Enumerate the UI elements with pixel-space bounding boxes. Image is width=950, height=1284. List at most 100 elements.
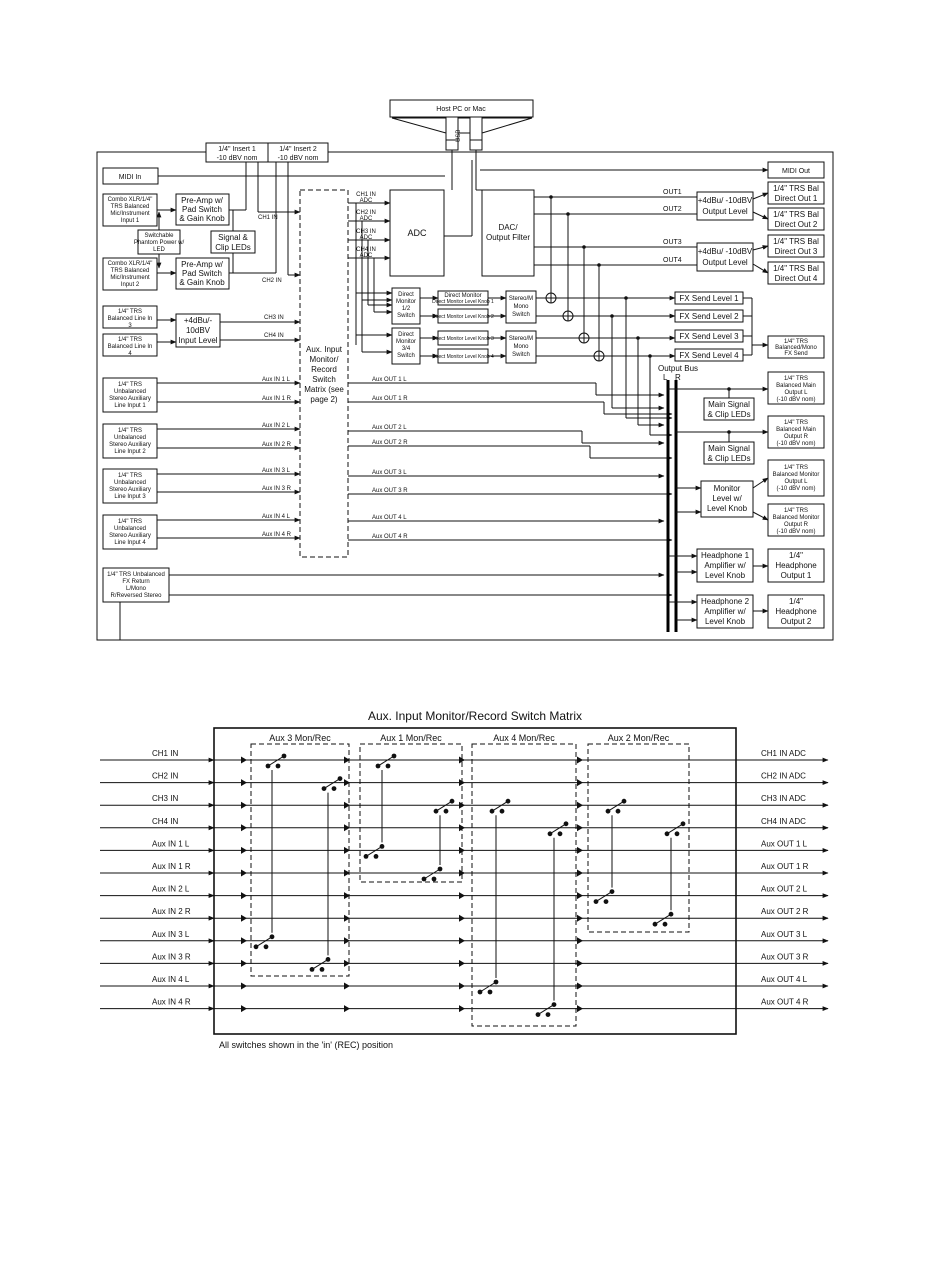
- svg-text:Output Level: Output Level: [702, 258, 748, 267]
- aux-input-label: Stereo Auxiliary: [109, 533, 151, 539]
- svg-text:Direct Out 1: Direct Out 1: [775, 194, 818, 203]
- switch-contact: [431, 876, 437, 882]
- svg-text:OUT2: OUT2: [663, 206, 682, 213]
- switch-contact: [545, 1012, 551, 1017]
- switch-blade: [654, 913, 672, 925]
- svg-text:1/4" TRS: 1/4" TRS: [784, 420, 808, 426]
- aux-input-label: Line Input 2: [114, 449, 146, 455]
- svg-text:Direct Out 4: Direct Out 4: [775, 274, 818, 283]
- matrix-row-arrow: [344, 869, 350, 877]
- switch-blade: [435, 800, 453, 812]
- switch-blade: [423, 868, 441, 880]
- svg-text:Monitor: Monitor: [396, 339, 416, 345]
- aux-input-label: Unbalanced: [114, 435, 146, 441]
- svg-text:Stereo/M: Stereo/M: [509, 336, 533, 342]
- matrix-row-arrow: [241, 779, 247, 787]
- matrix-output-label: CH2 IN ADC: [761, 772, 806, 781]
- aux-out-label: Aux OUT 4 R: [372, 534, 408, 540]
- aux-out-label: Aux OUT 1 L: [372, 377, 407, 383]
- svg-text:& Gain Knob: & Gain Knob: [179, 278, 225, 287]
- svg-text:Direct: Direct: [398, 292, 414, 298]
- aux-input-label: Line Input 3: [114, 494, 146, 500]
- svg-text:Direct Monitor Level Knob 2: Direct Monitor Level Knob 2: [432, 314, 494, 320]
- matrix-row-arrow: [577, 869, 583, 877]
- switch-contact: [281, 753, 287, 759]
- svg-text:Pre-Amp w/: Pre-Amp w/: [181, 196, 224, 205]
- svg-text:ADC: ADC: [360, 216, 373, 222]
- matrix-input-label: Aux IN 3 R: [152, 952, 191, 961]
- matrix-row-arrow: [241, 914, 247, 922]
- svg-text:1/4" TRS Bal: 1/4" TRS Bal: [773, 237, 819, 246]
- svg-text:OUT1: OUT1: [663, 189, 682, 196]
- switch-contact: [662, 921, 668, 927]
- switch-contact: [421, 876, 427, 882]
- aux-in-label: Aux IN 2 R: [262, 442, 292, 448]
- switch-contact: [674, 831, 680, 837]
- svg-text:Pre-Amp w/: Pre-Amp w/: [181, 260, 224, 269]
- svg-text:Stereo/M: Stereo/M: [509, 296, 533, 302]
- svg-text:Direct: Direct: [398, 332, 414, 338]
- switch-blade: [479, 981, 497, 993]
- aux-input-label: Unbalanced: [114, 480, 146, 486]
- adc-label: ADC: [407, 228, 427, 238]
- matrix-input-label: Aux IN 4 L: [152, 975, 190, 984]
- line-input-3-box: [102, 305, 158, 329]
- svg-text:+4dBu/ -10dBV: +4dBu/ -10dBV: [698, 247, 753, 256]
- matrix-row-arrow: [344, 982, 350, 990]
- switch-blade: [549, 823, 567, 835]
- matrix-row-arrow: [344, 892, 350, 900]
- svg-text:CH1 IN: CH1 IN: [258, 215, 278, 221]
- aux-out-label: Aux OUT 3 R: [372, 488, 408, 494]
- aux-in-label: Aux IN 3 L: [262, 468, 291, 474]
- matrix-row-arrow: [459, 914, 465, 922]
- svg-text:10dBV: 10dBV: [186, 326, 211, 335]
- svg-text:Direct Out 3: Direct Out 3: [775, 247, 818, 256]
- aux-input-label: 1/4" TRS: [118, 382, 142, 388]
- switch-contact: [680, 821, 686, 827]
- svg-text:Level Knob: Level Knob: [705, 617, 746, 626]
- matrix-row-arrow: [344, 959, 350, 967]
- matrix-row-arrow: [577, 801, 583, 809]
- switch-contact: [321, 786, 327, 791]
- matrix-input-label: Aux IN 2 R: [152, 907, 191, 916]
- svg-text:Output Level: Output Level: [702, 207, 748, 216]
- svg-text:Monitor/: Monitor/: [310, 355, 340, 364]
- switch-contact: [609, 889, 615, 894]
- svg-text:L/Mono: L/Mono: [126, 586, 147, 592]
- switch-blade: [255, 936, 273, 948]
- stereo-mono-switch-2: [505, 330, 537, 364]
- monitor-level-box: [700, 480, 754, 518]
- matrix-row-arrow: [241, 959, 247, 967]
- matrix-row-arrow: [577, 959, 583, 967]
- switch-blade: [491, 800, 509, 812]
- matrix-row-arrow: [459, 982, 465, 990]
- svg-text:CH2 IN: CH2 IN: [356, 210, 376, 216]
- svg-text:1/4" TRS Unbalanced: 1/4" TRS Unbalanced: [107, 572, 165, 578]
- svg-text:Switch: Switch: [397, 353, 415, 359]
- svg-text:CH2 IN: CH2 IN: [262, 278, 282, 284]
- svg-text:Combo XLR/1/4": Combo XLR/1/4": [108, 197, 153, 203]
- switch-contact: [615, 808, 621, 814]
- switch-contact: [499, 808, 505, 814]
- combo-input-2-box: [102, 257, 158, 291]
- matrix-output-label: Aux OUT 3 L: [761, 930, 808, 939]
- switch-blade: [537, 1004, 555, 1016]
- aux-out-label: Aux OUT 2 R: [372, 440, 408, 446]
- svg-text:Output L: Output L: [784, 479, 808, 485]
- switch-blade: [666, 823, 684, 835]
- switch-contact: [505, 798, 511, 804]
- switch-contact: [337, 776, 343, 781]
- svg-text:Main Signal: Main Signal: [708, 400, 750, 409]
- matrix-group-label: Aux 1 Mon/Rec: [380, 733, 442, 743]
- line-input-4-box: [102, 333, 158, 357]
- host-pc-label: Host PC or Mac: [436, 106, 486, 113]
- matrix-row-arrow: [344, 914, 350, 922]
- switch-contact: [668, 911, 674, 917]
- svg-text:DAC/: DAC/: [498, 223, 518, 232]
- matrix-row-arrow: [459, 959, 465, 967]
- svg-text:Amplifier w/: Amplifier w/: [704, 561, 746, 570]
- matrix-input-label: Aux IN 3 L: [152, 930, 190, 939]
- svg-text:Balanced/Mono: Balanced/Mono: [775, 345, 817, 351]
- switch-contact: [493, 979, 499, 985]
- svg-text:Balanced Main: Balanced Main: [776, 427, 816, 433]
